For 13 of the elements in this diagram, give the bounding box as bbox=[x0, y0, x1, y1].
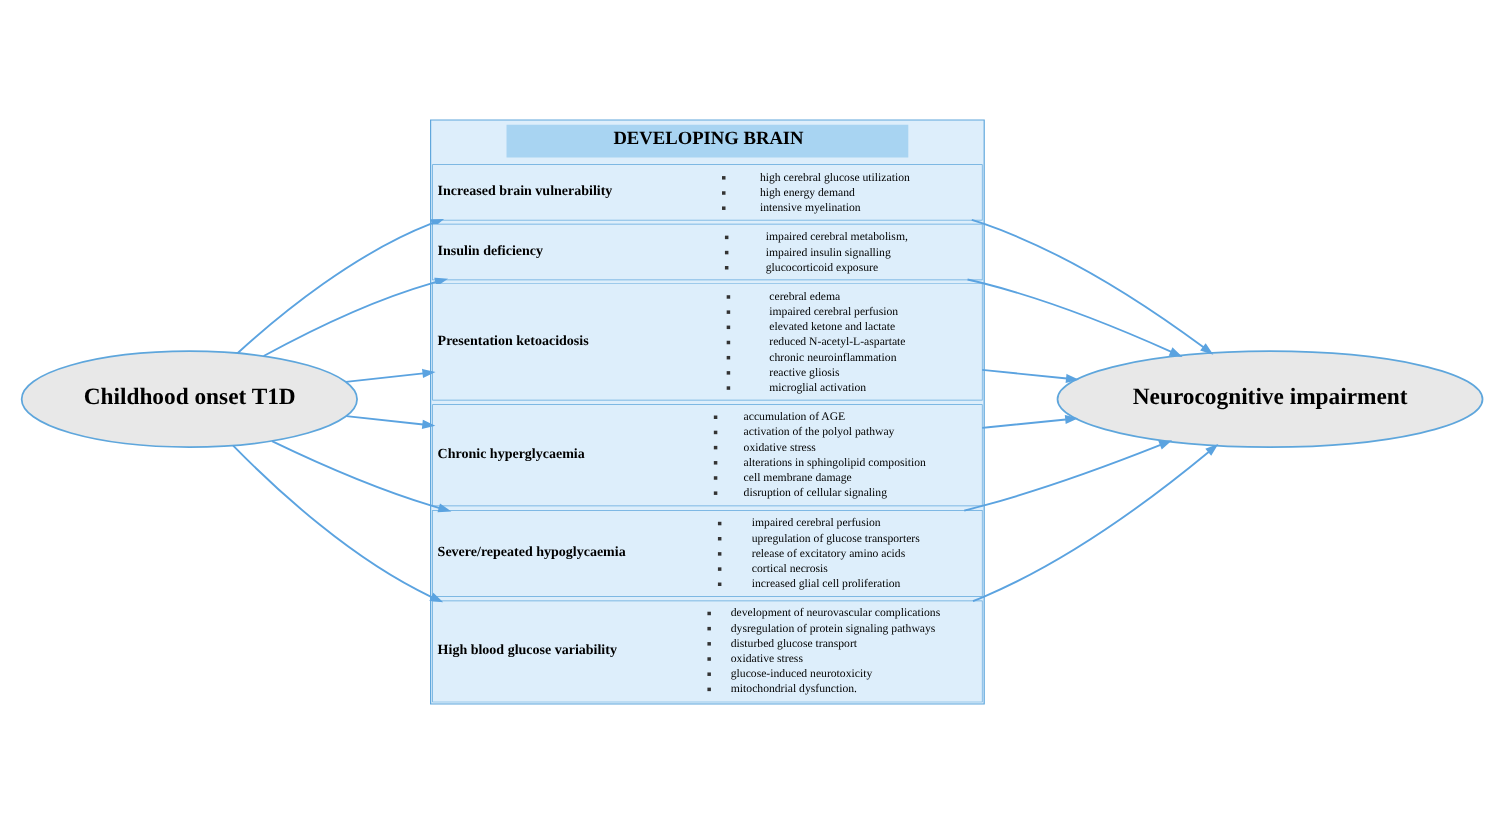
arrow bbox=[981, 367, 1080, 382]
arrow bbox=[345, 414, 436, 428]
arrow bbox=[970, 217, 1214, 354]
arrow bbox=[271, 439, 452, 512]
arrow bbox=[345, 367, 436, 382]
arrow bbox=[236, 217, 445, 354]
arrow bbox=[963, 439, 1173, 511]
arrow bbox=[981, 413, 1079, 428]
arrow bbox=[966, 277, 1183, 356]
arrow bbox=[232, 443, 444, 602]
arrow bbox=[262, 276, 449, 356]
arrow bbox=[972, 442, 1219, 602]
node-ellipse: Childhood onset T1D bbox=[20, 349, 358, 447]
